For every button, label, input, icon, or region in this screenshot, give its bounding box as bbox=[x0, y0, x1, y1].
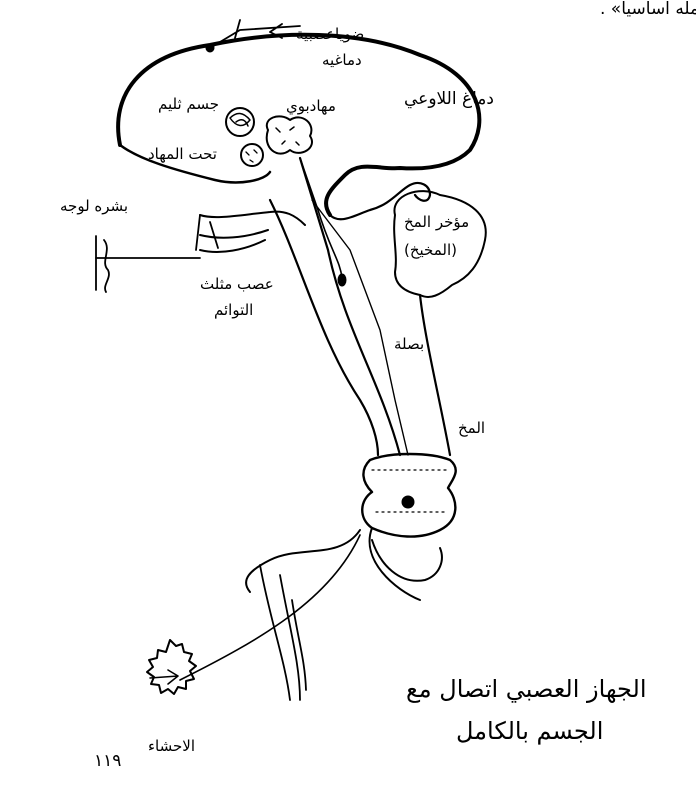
viscera-shape bbox=[147, 640, 196, 694]
label-trigeminal-2: التوائم bbox=[214, 302, 253, 319]
label-viscera: الاحشاء bbox=[148, 738, 195, 755]
label-hindbrain-1: مؤخر المخ bbox=[404, 214, 469, 231]
label-brain-word: دماغيه bbox=[322, 52, 362, 69]
spinal-canal bbox=[402, 496, 414, 508]
label-unconscious-brain: دماغ اللاوعي bbox=[404, 90, 494, 109]
skin-ending bbox=[96, 236, 109, 292]
vertebra-outline bbox=[362, 454, 455, 537]
label-trigeminal-1: عصب مثلث bbox=[200, 276, 274, 293]
caption-line-2: الجسم بالكامل bbox=[456, 718, 603, 744]
caption-line-1: الجهاز العصبي اتصال مع bbox=[406, 676, 646, 702]
nerve-ending bbox=[338, 274, 346, 286]
label-subthalamus: تحت المهاد bbox=[148, 146, 217, 163]
thalamus-shape bbox=[226, 108, 254, 136]
label-hindbrain-2: (المخيخ) bbox=[404, 242, 457, 259]
brain-outline bbox=[118, 35, 479, 215]
label-nerve-rays: ضوياعصبية bbox=[296, 26, 364, 43]
nerve-ray-node bbox=[206, 44, 214, 52]
peripheral-curve bbox=[246, 528, 442, 600]
label-thalamus: جسم ثليم bbox=[158, 96, 219, 113]
medulla-right-edge bbox=[420, 295, 450, 455]
page-number: ١١٩ bbox=[94, 752, 121, 771]
label-spinal-cord: المخ bbox=[458, 420, 485, 437]
subthalamus-shape bbox=[241, 144, 263, 166]
label-medulla: بصلة bbox=[394, 336, 424, 353]
header-text: عمله اساسيا» . bbox=[600, 0, 696, 19]
label-hypothalamus: مهادبوي bbox=[286, 98, 336, 115]
label-skin: بشره لوجه bbox=[60, 198, 128, 215]
hypothalamus-shape bbox=[267, 116, 312, 153]
